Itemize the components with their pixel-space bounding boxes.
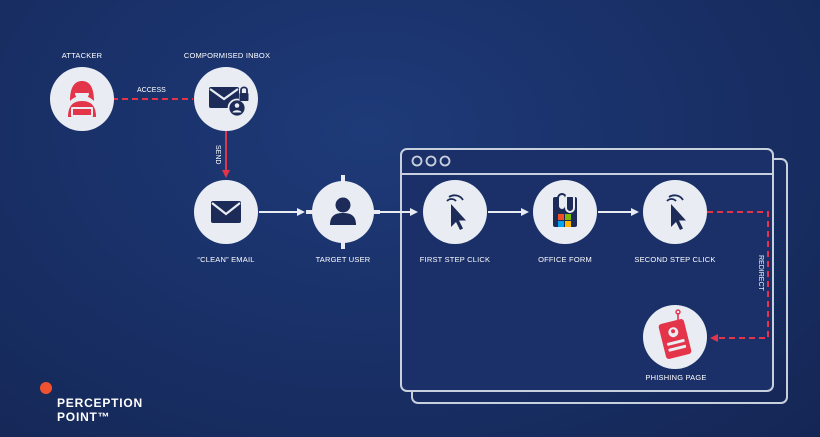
attacker-label: ATTACKER	[61, 51, 103, 60]
microsoft-forms-icon	[553, 193, 577, 227]
inbox-node	[194, 67, 258, 131]
first-click-node	[423, 180, 487, 244]
attacker-node	[50, 67, 114, 131]
phishing-badge-icon	[658, 309, 692, 359]
office-form-label: OFFICE FORM	[538, 255, 592, 264]
logo-line2: POINT™	[57, 410, 111, 424]
inbox-label: COMPORMISED INBOX	[183, 51, 271, 60]
second-click-node	[643, 180, 707, 244]
user-target-icon	[306, 175, 380, 249]
redirect-label: REDIRECT	[757, 255, 764, 291]
envelope-icon	[211, 201, 241, 223]
cursor-click-icon	[446, 194, 466, 230]
target-user-label: TARGET USER	[315, 255, 371, 264]
window-dot-3	[439, 155, 451, 167]
hooded-hacker-icon	[68, 81, 96, 117]
send-label: SEND	[214, 145, 221, 165]
window-dot-2	[425, 155, 437, 167]
window-dot-1	[411, 155, 423, 167]
access-label: ACCESS	[137, 87, 166, 94]
logo-line1: PERCEPTION	[57, 396, 144, 410]
phishing-page-label: PHISHING PAGE	[645, 373, 707, 382]
phishing-page-node	[643, 305, 707, 369]
edge-redirect	[707, 211, 769, 342]
office-form-node	[533, 180, 597, 244]
second-click-label: SECOND STEP CLICK	[634, 255, 716, 264]
target-user-node	[306, 175, 380, 249]
locked-envelope-icon	[209, 86, 249, 118]
first-click-label: FIRST STEP CLICK	[419, 255, 491, 264]
clean-email-node	[194, 180, 258, 244]
clean-email-label: “CLEAN” EMAIL	[197, 255, 255, 264]
cursor-click-icon	[666, 194, 686, 230]
logo-dot	[40, 382, 52, 394]
